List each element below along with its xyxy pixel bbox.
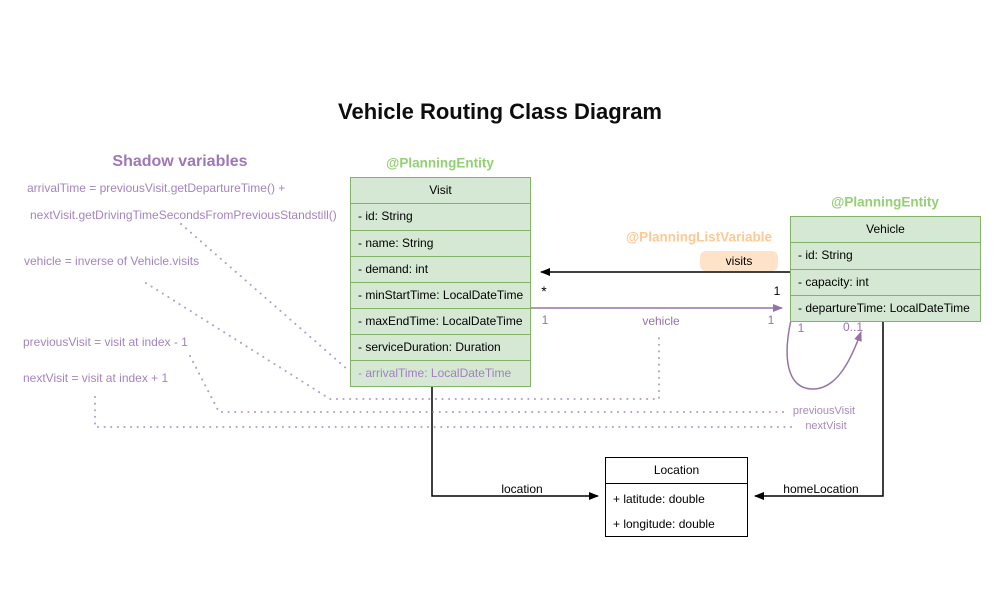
self-loop-multiplicity-target: 0..1 — [842, 320, 864, 334]
visit-attr-name: - name: String — [351, 230, 530, 256]
vehicle-attr-departuretime: - departureTime: LocalDateTime — [791, 295, 980, 321]
visit-attr-minstarttime: - minStartTime: LocalDateTime — [351, 282, 530, 308]
dotted-connector-arrivaltime — [180, 223, 348, 370]
vehicle-multiplicity-visit-side: 1 — [541, 313, 549, 327]
location-attr-longitude: + longitude: double — [613, 517, 715, 531]
vehicle-class: Vehicle - id: String - capacity: int - d… — [790, 216, 981, 322]
visit-planning-entity-annotation: @PlanningEntity — [386, 155, 494, 171]
visits-multiplicity-visit-side: * — [541, 283, 547, 299]
shadow-formula-previousvisit: previousVisit = visit at index - 1 — [23, 335, 188, 349]
visits-edge-label: visits — [700, 251, 778, 271]
vehicle-attr-capacity: - capacity: int — [791, 269, 980, 295]
vehicle-edge-label: vehicle — [642, 314, 680, 328]
location-class-name: Location — [606, 458, 747, 484]
shadow-variables-heading: Shadow variables — [112, 153, 248, 170]
visit-attr-id: - id: String — [358, 209, 413, 223]
previousvisit-edge-label: previousVisit — [792, 405, 856, 417]
location-attr-latitude: + latitude: double — [613, 492, 705, 506]
homelocation-edge-label: homeLocation — [783, 482, 859, 496]
planning-list-variable-annotation: @PlanningListVariable — [626, 229, 772, 245]
vehicle-planning-entity-annotation: @PlanningEntity — [831, 194, 939, 210]
shadow-formula-nextvisit: nextVisit = visit at index + 1 — [23, 371, 169, 385]
shadow-formula-arrivaltime-line1: arrivalTime = previousVisit.getDeparture… — [27, 181, 286, 195]
diagram-title: Vehicle Routing Class Diagram — [338, 99, 662, 124]
shadow-formula-vehicle: vehicle = inverse of Vehicle.visits — [24, 254, 200, 268]
visit-attr-arrivaltime: - arrivalTime: LocalDateTime — [351, 360, 530, 386]
location-class: Location + latitude: double + longitude:… — [605, 457, 748, 537]
dotted-connector-nextvisit — [94, 396, 794, 428]
shadow-formula-arrivaltime-line2: nextVisit.getDrivingTimeSecondsFromPrevi… — [30, 208, 337, 222]
vehicle-multiplicity-vehicle-side: 1 — [767, 313, 775, 327]
vehicle-attr-id: - id: String — [798, 248, 853, 262]
location-association-line — [431, 385, 599, 500]
visit-class-name: Visit — [351, 178, 530, 204]
vehicle-class-name: Vehicle — [791, 217, 980, 243]
visits-multiplicity-vehicle-side: 1 — [773, 284, 781, 298]
location-edge-label: location — [501, 482, 543, 496]
visit-attr-maxendtime: - maxEndTime: LocalDateTime — [351, 308, 530, 334]
self-loop-multiplicity-source: 1 — [797, 321, 805, 335]
visit-attr-serviceduration: - serviceDuration: Duration — [351, 334, 530, 360]
visit-attr-demand: - demand: int — [351, 256, 530, 282]
nextvisit-edge-label: nextVisit — [805, 420, 847, 432]
visit-class: Visit - id: String - name: String - dema… — [350, 177, 531, 387]
